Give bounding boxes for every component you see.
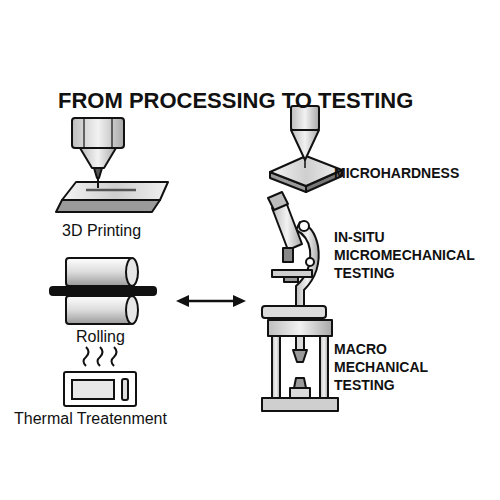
diagram-title: FROM PROCESSING TO TESTING: [58, 88, 413, 113]
test-label: MICROHARDNESS: [334, 164, 459, 182]
printer-icon: [56, 118, 168, 212]
process-label: Thermal Treatenment: [14, 410, 167, 428]
testing-machine-icon: [262, 320, 338, 411]
process-label: Rolling: [76, 328, 125, 346]
double-arrow: [176, 295, 246, 307]
process-label: 3D Printing: [62, 222, 141, 240]
rolling-icon: [50, 258, 156, 324]
indenter-icon: [270, 106, 342, 192]
test-label: MACRO MECHANICAL TESTING: [334, 340, 434, 395]
microscope-icon: [262, 192, 326, 318]
test-label: IN-SITU MICROMECHANICAL TESTING: [334, 228, 474, 283]
oven-icon: [64, 347, 136, 406]
